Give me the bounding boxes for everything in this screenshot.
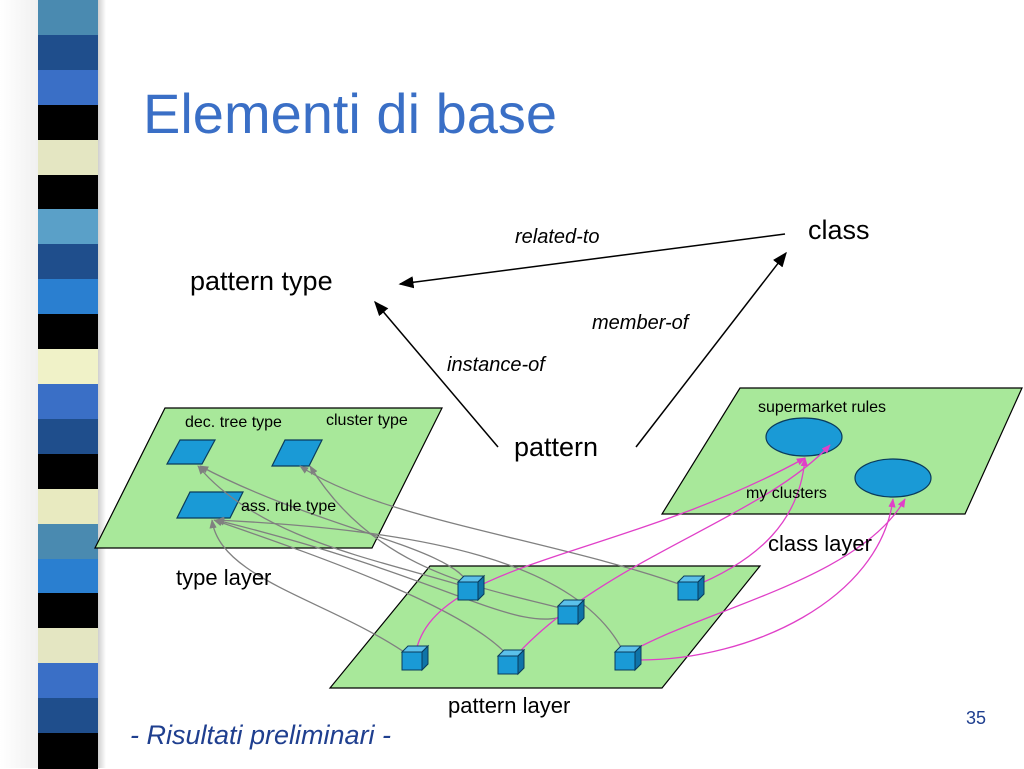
strip-block <box>38 488 98 525</box>
decorative-strip <box>0 0 120 769</box>
relation-member-of: member-of <box>592 312 689 334</box>
strip-block <box>38 69 98 106</box>
grey-link <box>215 516 626 656</box>
concept-pattern-type: pattern type <box>190 266 333 296</box>
class-layer-label: class layer <box>768 531 872 556</box>
magenta-link <box>689 457 808 589</box>
strip-block <box>38 384 98 420</box>
magenta-link <box>624 498 906 656</box>
relation-instance-of: instance-of <box>447 354 545 376</box>
arrow-related-to <box>398 233 786 289</box>
strip-block <box>38 104 98 141</box>
strip-block <box>38 279 98 316</box>
pattern-cube <box>677 575 705 601</box>
strip-block <box>38 244 98 281</box>
class-item-supermarket: supermarket rules <box>758 399 887 416</box>
strip-block <box>38 558 98 595</box>
type-item-dec-tree: dec. tree type <box>185 414 282 431</box>
strip-edge <box>98 0 106 768</box>
slide-footer: - Risultati preliminari - <box>130 720 392 750</box>
strip-block <box>38 314 98 351</box>
strip-block <box>38 349 98 385</box>
grey-link <box>299 465 691 589</box>
pattern-cube <box>401 645 429 671</box>
grey-link <box>197 465 471 589</box>
type-node-cluster <box>271 439 323 467</box>
strip-block <box>38 593 98 630</box>
strip-block <box>38 698 98 735</box>
class-node-my-clusters <box>854 458 932 498</box>
strip-block <box>38 174 98 211</box>
strip-block <box>38 34 98 71</box>
type-node-dec-tree <box>165 439 217 465</box>
pattern-cube <box>457 575 485 601</box>
strip-block <box>38 733 98 769</box>
strip-block <box>38 453 98 490</box>
strip-block <box>38 523 98 560</box>
relation-related-to: related-to <box>515 226 600 248</box>
pattern-cube <box>497 649 525 675</box>
type-item-ass-rule: ass. rule type <box>241 498 337 515</box>
grey-link <box>199 465 471 589</box>
strip-block <box>38 663 98 700</box>
concept-class: class <box>808 215 870 245</box>
pattern-cube <box>557 599 585 625</box>
strip-block <box>38 139 98 176</box>
class-layer-plate <box>660 387 1023 515</box>
grey-link <box>213 519 511 659</box>
strip-block <box>38 418 98 455</box>
strip-shade <box>0 0 38 768</box>
strip-block <box>38 0 98 36</box>
class-node-supermarket <box>765 417 843 457</box>
concept-pattern: pattern <box>514 432 599 462</box>
type-layer-label: type layer <box>176 565 272 590</box>
arrow-member-of <box>635 251 787 448</box>
page-number: 35 <box>966 708 987 728</box>
arrow-instance-of <box>374 300 499 448</box>
strip-block <box>38 209 98 246</box>
pattern-cube <box>614 645 642 671</box>
pattern-layer-label: pattern layer <box>448 693 571 718</box>
strip-block <box>38 628 98 665</box>
grey-link <box>309 465 576 613</box>
grey-link <box>209 519 411 657</box>
magenta-link <box>639 498 896 661</box>
type-item-cluster: cluster type <box>326 412 408 429</box>
class-item-my-clusters: my clusters <box>746 485 827 502</box>
magenta-link <box>414 457 806 657</box>
magenta-link <box>511 444 831 661</box>
slide-title: Elementi di base <box>143 82 558 145</box>
